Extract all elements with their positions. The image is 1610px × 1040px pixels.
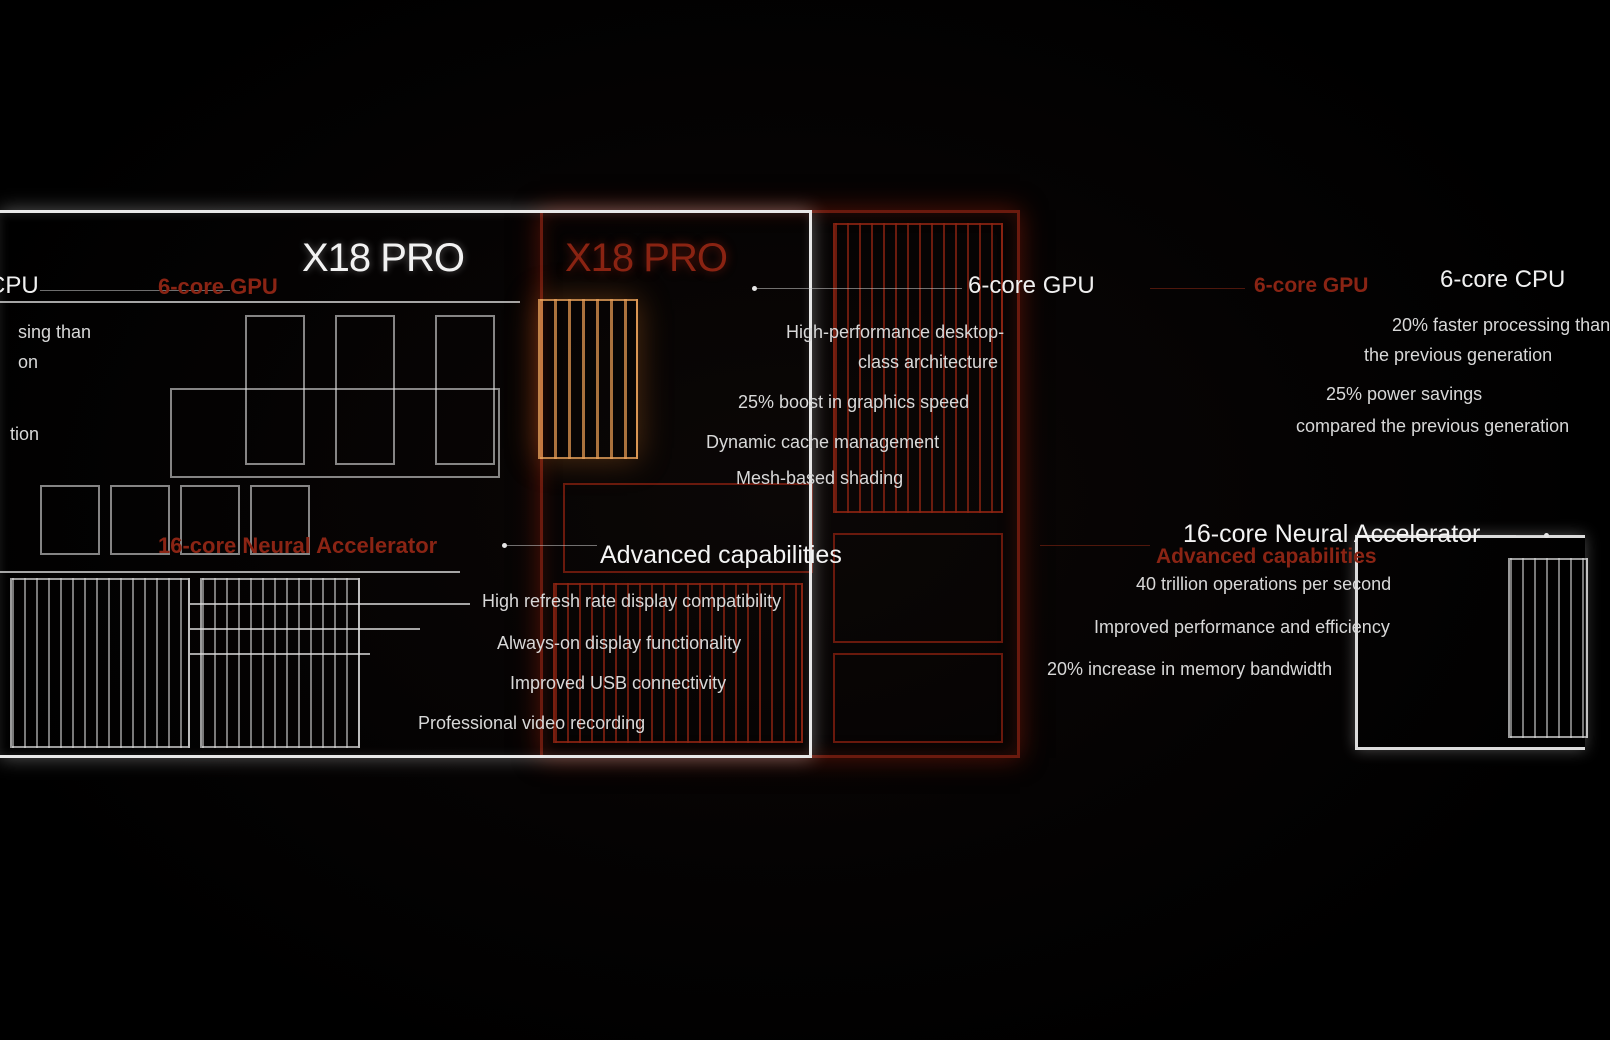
- ghost-chip-frame: [540, 210, 1020, 758]
- right-ghost-gpu-heading: 6-core GPU: [1254, 274, 1369, 297]
- right-chip-hatch-block: [1508, 558, 1588, 738]
- left-cpu-line: sing than: [18, 322, 92, 342]
- cpu-item: compared the previous generation: [1296, 416, 1570, 436]
- neural-item: 40 trillion operations per second: [1136, 574, 1392, 594]
- cpu-item: 20% faster processing than: [1392, 315, 1610, 335]
- left-leader-line: [40, 290, 230, 291]
- neural-heading: 16-core Neural Accelerator: [1183, 520, 1481, 548]
- left-cpu-heading: CPU: [0, 272, 39, 299]
- capabilities-item: Always-on display functionality: [497, 633, 742, 653]
- chip-title: X18 PRO: [302, 236, 465, 280]
- gpu-item: High-performance desktop-: [786, 322, 1005, 342]
- left-cpu-line: on: [18, 352, 39, 372]
- chip-divider: [0, 301, 520, 303]
- memory-block: [10, 578, 190, 748]
- capabilities-heading: Advanced capabilities: [600, 541, 842, 569]
- cpu-item: the previous generation: [1364, 345, 1553, 365]
- neural-leader-line: [1516, 535, 1544, 536]
- cpu-item: 25% power savings: [1326, 384, 1483, 404]
- capabilities-item: Professional video recording: [418, 713, 646, 733]
- left-ghost-gpu-heading: 6-core GPU: [158, 274, 278, 299]
- ghost-chip-media-block: [833, 653, 1003, 743]
- chip-divider: [190, 603, 470, 605]
- memory-block: [200, 578, 360, 748]
- neural-item: Improved performance and efficiency: [1094, 617, 1390, 637]
- gpu-item: Mesh-based shading: [736, 468, 904, 488]
- chip-divider: [190, 628, 420, 630]
- capabilities-item: Improved USB connectivity: [510, 673, 727, 693]
- gpu-item: 25% boost in graphics speed: [738, 392, 970, 412]
- neural-leader-dot: [1544, 533, 1549, 538]
- neural-core-block: [250, 485, 310, 555]
- ghost-chip-cache-block: [563, 483, 813, 573]
- ghost-chip-memory-block: [553, 583, 803, 743]
- ghost-chip-title: X18 PRO: [565, 236, 728, 280]
- neural-core-block: [110, 485, 170, 555]
- gpu-heading: 6-core GPU: [968, 272, 1095, 299]
- chip-divider: [0, 571, 460, 573]
- gpu-leader-dot: [752, 286, 757, 291]
- cpu-core-block: [245, 315, 305, 465]
- capabilities-leader-dot: [502, 543, 507, 548]
- chip-frame: [0, 210, 812, 758]
- capabilities-item: High refresh rate display compatibility: [482, 591, 782, 611]
- gpu-leader-line: [757, 288, 962, 289]
- gpu-item: Dynamic cache management: [706, 432, 940, 452]
- ghost-chip-gpu-block: [833, 223, 1003, 513]
- gpu-highlight-block: [538, 299, 638, 459]
- chip-divider: [190, 653, 370, 655]
- right-ghost-capabilities-heading: Advanced capabilities: [1156, 545, 1377, 568]
- ghost-chip-io-block: [833, 533, 1003, 643]
- right-ghost-leader-line: [1040, 545, 1150, 546]
- left-cpu-line: tion: [10, 424, 40, 444]
- right-ghost-leader-line: [1150, 288, 1245, 289]
- gpu-item: class architecture: [858, 352, 999, 372]
- neural-core-block: [180, 485, 240, 555]
- capabilities-leader-line: [507, 545, 597, 546]
- neural-item: 20% increase in memory bandwidth: [1047, 659, 1333, 679]
- left-ghost-neural-heading: 16-core Neural Accelerator: [158, 533, 438, 558]
- neural-core-block: [40, 485, 100, 555]
- cpu-cluster-block: [170, 388, 500, 478]
- cpu-heading: 6-core CPU: [1440, 266, 1566, 293]
- cpu-core-block: [335, 315, 395, 465]
- cpu-core-block: [435, 315, 495, 465]
- right-chip-frame: [1355, 535, 1588, 750]
